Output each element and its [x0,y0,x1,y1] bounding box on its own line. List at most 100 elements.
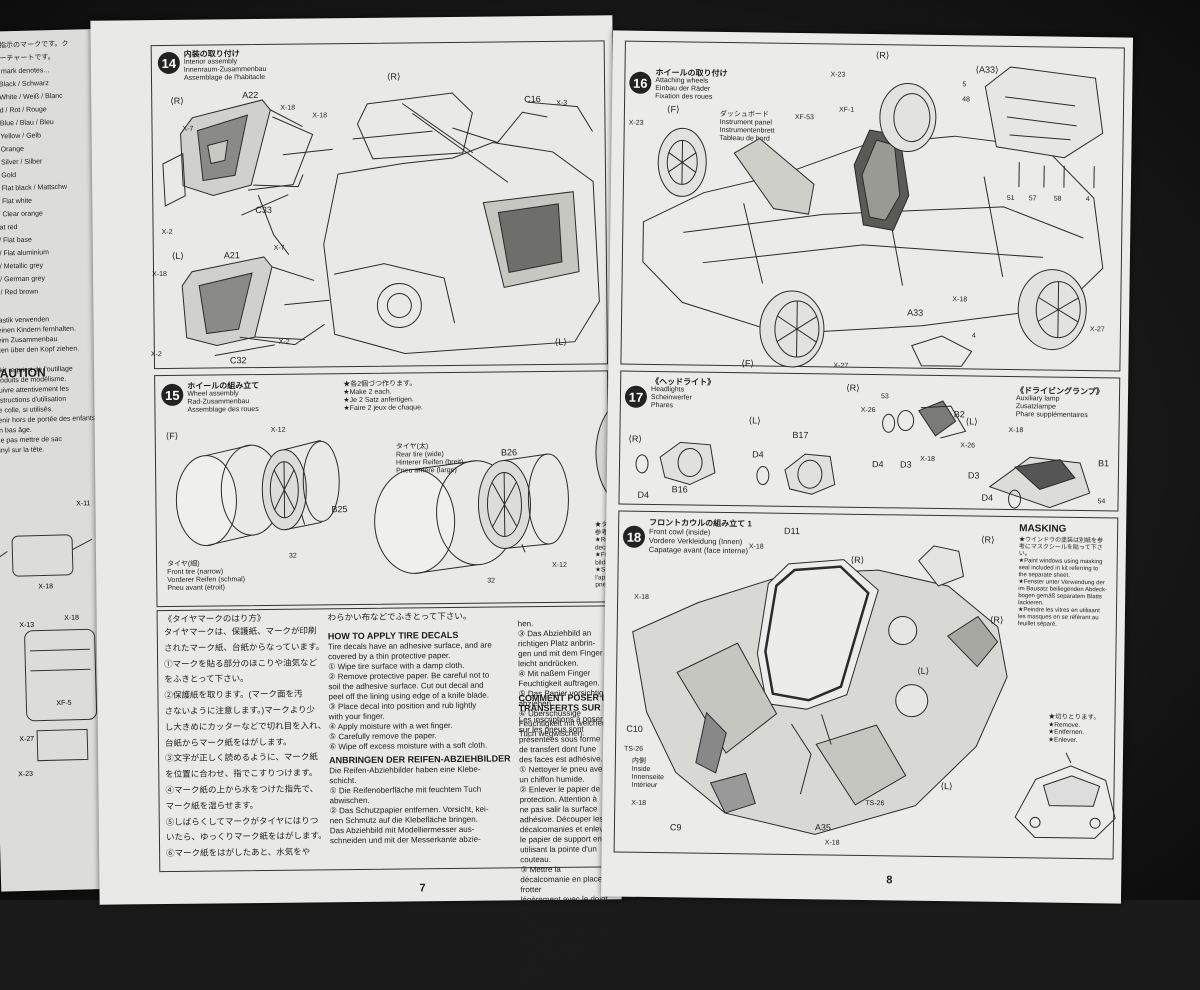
label-x18b: X-18 [1008,426,1024,435]
label-x18: X-18 [38,583,53,590]
label-x18: X-18 [952,296,968,304]
front-tire-label: タイヤ(細)Front tire (narrow)Vorderer Reifen… [167,560,245,593]
label-x18b: X-18 [312,112,328,120]
masking-title: MASKING [1019,523,1067,535]
label-n5: 5 [962,81,967,89]
label-r1: ⟨R⟩ [850,554,865,565]
fr-decal-line: ④ Humidifier avec un doigt. [520,904,597,925]
label-n54: 54 [1097,498,1106,506]
label-n32a: 32 [288,552,297,560]
fr-decal-lines: Les inscriptions à poser sur les pneus s… [519,714,614,985]
remove-line: ★切りとります。 [1048,713,1100,722]
label-f: ⟨F⟩ [666,104,680,115]
label-c9: C9 [669,822,682,833]
label-d4d: D4 [981,492,994,503]
de-decal-line: schneiden und mit der Messerkante abzie- [329,834,481,846]
label-l2: ⟨L⟩ [940,781,953,792]
label-x26b: X-26 [960,442,976,450]
fr-decal-line: ② Enlever le papier de protection. Atten… [519,784,601,805]
label-x12b: X-12 [552,561,567,569]
jp-decal-line: 台紙からマーク紙をはがします。 [164,736,292,748]
label-x23: X-23 [18,771,33,778]
jp-decal-line: されたマーク紙、台紙からなっています。 [163,641,325,653]
label-x23b: X-23 [628,119,644,127]
label-x18c: X-18 [631,799,647,807]
label-d4c: D4 [871,459,884,470]
label-x18d: X-18 [824,839,840,847]
label-x3: X-3 [556,99,568,107]
label-c33: C33 [255,204,272,216]
fr-decal-line: Les inscriptions à poser sur les pneus s… [518,714,603,735]
label-ts26a: TS-26 [623,745,644,753]
label-d4a: D4 [637,489,650,500]
label-l: ⟨L⟩ [748,415,761,426]
label-xf5: XF-5 [56,700,71,707]
page-number-8: 8 [886,874,893,887]
label-n57: 57 [1028,195,1037,203]
label-r2: ⟨R⟩ [846,382,860,393]
label-ts26b: TS-26 [865,800,885,808]
label-r: ⟨R⟩ [170,95,184,106]
label-x2c: X-2 [150,351,162,359]
de-decal-lines: Die Reifen-Abziehbilder haben eine Klebe… [329,765,489,847]
jp-decal-line: ⑥マーク紙をはがしたあと、水気をや [166,846,311,859]
jp-decal-line: をふきとって下さい。 [164,673,249,685]
label-x11: X-11 [76,500,91,507]
remove-line: ★Enlever. [1048,736,1078,744]
label-n4: 4 [1085,196,1090,204]
jp-decal-line: ②保護紙を取ります。(マーク面を汚 [164,688,303,701]
label-xf1: XF-1 [838,106,855,114]
jp-decal-line: を位置に合わせ、指でこすりつけます。 [165,767,318,780]
tire-decal-instructions: 《タイヤマークのはり方》 タイヤマークは、保護紙、マークが印刷されたマーク紙、台… [156,605,654,984]
label-x23a: X-23 [830,71,846,79]
fr-decal-line: ⑥ Enlever l'excès d'humidité avec un chi… [521,944,588,975]
page-number-7: 7 [419,882,426,895]
jp-decal-line: し大きめにカッターなどで切れ目を入れ、 [164,720,327,732]
label-x18a: X-18 [748,543,764,551]
label-f: ⟨F⟩ [165,430,179,441]
attaching-wheels-diagram [642,66,1104,368]
en-decal-line: ③ Place decal into position and rub ligh… [328,700,477,712]
fr-decal-line: ne pas salir la surface adhésive. Découp… [519,804,604,825]
label-r: ⟨R⟩ [875,50,890,61]
label-b26: B26 [500,447,517,458]
label-xf53: XF-53 [794,113,814,122]
jp-decal-line: ⑤しばらくしてマークがタイヤにはりつ [165,814,319,827]
label-x18a: X-18 [920,455,935,463]
label-x2a: X-2 [161,228,173,237]
label-d11: D11 [784,525,801,537]
label-l2: ⟨L⟩ [554,336,567,347]
label-x27: X-27 [19,736,34,743]
prev-page-diagram: X-11 X-18 X-13 X-18 XF-5 X-27 X-23 [0,500,98,778]
label-d3b: D3 [967,470,980,481]
de-decal-line: ① Die Reifenoberfläche mit feuchtem Tuch [329,784,482,796]
label-l2: ⟨L⟩ [965,416,978,427]
jp-decal-line: いたら、ゆっくりマーク紙をはがします。 [165,830,327,843]
label-l: ⟨L⟩ [171,250,184,261]
label-r3: ⟨R⟩ [989,614,1004,625]
jp-decal-line: ③文字が正しく読めるように、マーク紙 [165,751,318,764]
label-n58: 58 [1053,195,1062,203]
jp-decal-line: さないように注意します。)マークより少 [164,704,316,717]
interior-assembly-diagram [162,92,600,356]
label-x18a: X-18 [280,104,296,112]
en-decal-title: HOW TO APPLY TIRE DECALS [327,629,459,642]
remove-line: ★Entfernen. [1048,728,1085,737]
label-x13: X-13 [19,622,34,629]
de-decal-cont-line: gen und mit dem Finger leicht andrücken. [517,648,603,669]
jp-decal-cont: わらかい布などでふきとって下さい。 [327,610,472,623]
fr-decal-line: utilisant la pointe d'un couteau. [520,844,597,865]
label-b25: B25 [331,504,348,515]
de-decal-cont-line: ③ Das Abziehbild an richtigen Platz anbr… [517,628,596,649]
label-x7a: X-7 [182,125,194,133]
jp-decal-title: 《タイヤマークのはり方》 [163,612,266,625]
label-n53: 53 [880,393,889,401]
label-b17: B17 [792,429,809,441]
label-c32: C32 [229,355,247,366]
